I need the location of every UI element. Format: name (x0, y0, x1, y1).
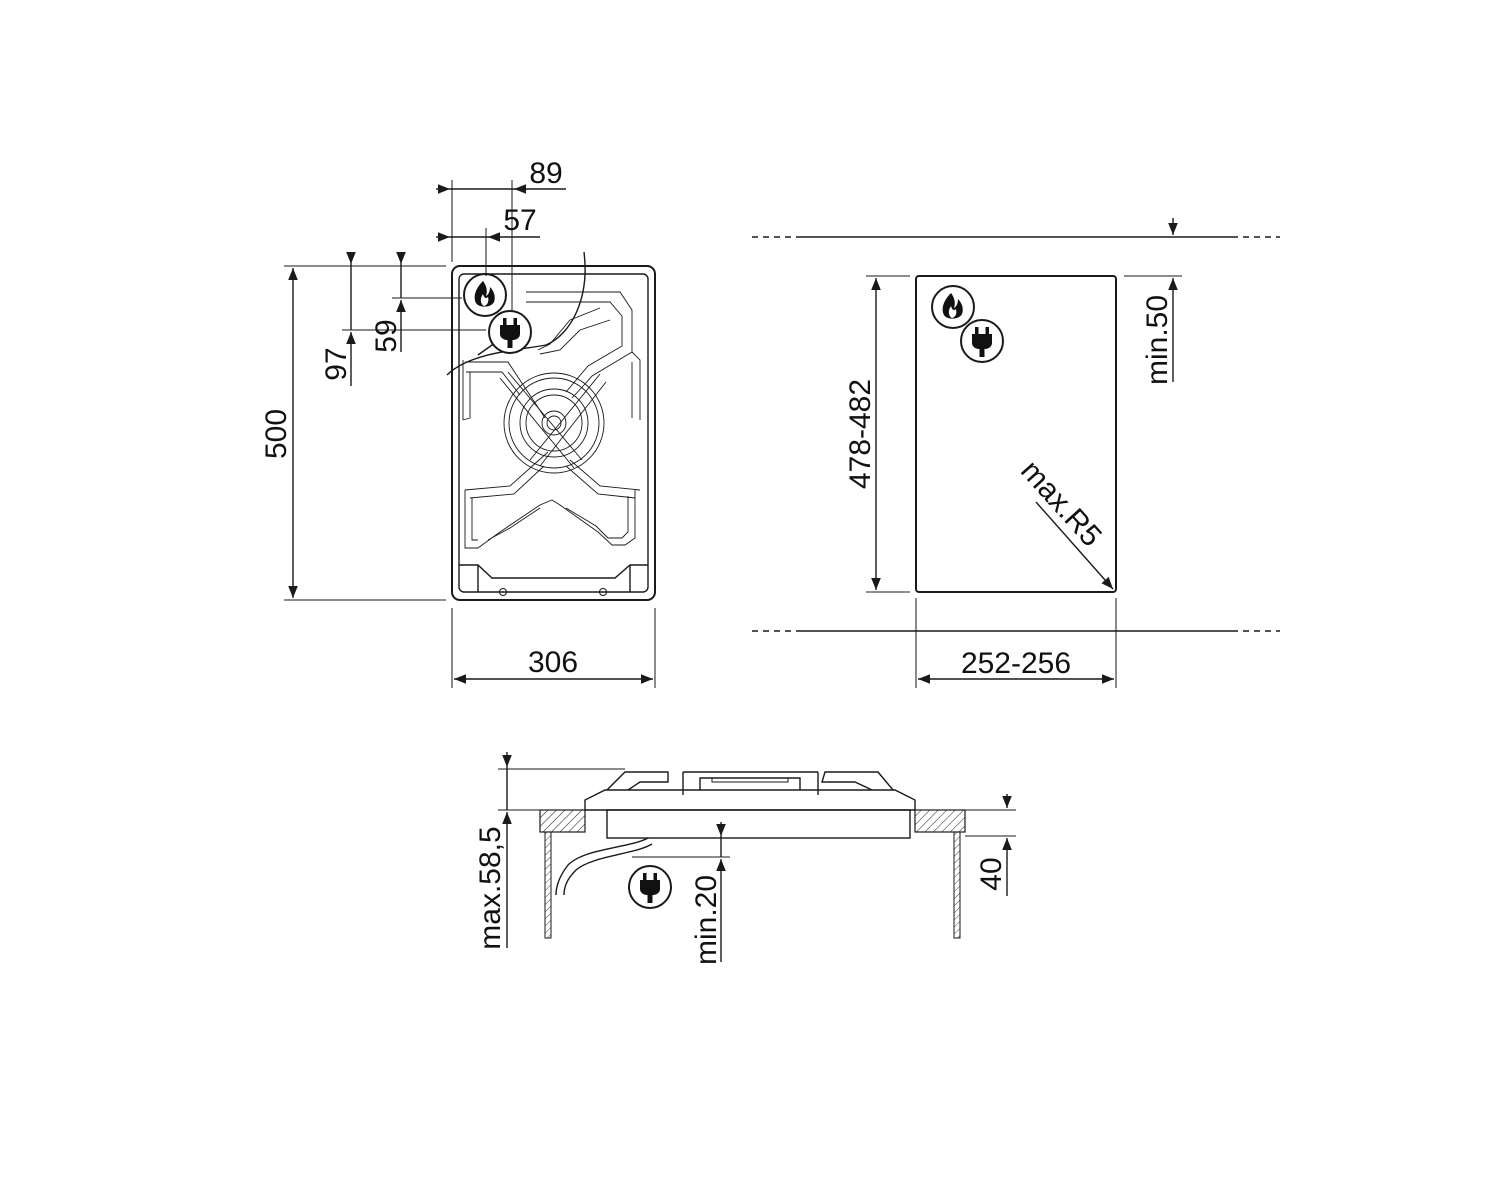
dim-min50: min.50 (1141, 295, 1174, 385)
cable-2 (563, 843, 653, 896)
cable-1 (555, 837, 649, 896)
dim-line-r5 (1035, 501, 1114, 590)
dim-97: 97 (320, 347, 353, 380)
knob-hole-left (499, 588, 507, 596)
break-line (446, 251, 586, 376)
knob-hole-right (599, 588, 607, 596)
hob-inner-outline (458, 273, 649, 593)
gas-flame-icon (931, 285, 975, 329)
support-center (682, 771, 819, 795)
worktop-right (914, 809, 966, 833)
dim-306: 306 (528, 646, 578, 679)
top-view: 500 97 59 89 57 306 (260, 157, 656, 688)
worktop-left (539, 809, 586, 833)
burner-cap-detail (711, 778, 789, 783)
side-view: max.58,5 min.20 40 (474, 752, 1016, 965)
hob-top-plate (584, 789, 916, 811)
dim-40: 40 (975, 857, 1008, 890)
dim-57: 57 (503, 204, 536, 237)
electric-plug-icon (960, 319, 1004, 363)
burner-cap (699, 777, 801, 790)
dim-59: 59 (370, 319, 403, 352)
cabinet-wall-right (953, 831, 961, 939)
dim-500: 500 (260, 409, 293, 459)
dim-max585: max.58,5 (474, 826, 507, 949)
cutout-outline (915, 275, 1117, 593)
dim-min20: min.20 (690, 875, 723, 965)
support-right (821, 771, 894, 791)
cutout-view: 478-482 252-256 min.50 max.R5 (752, 218, 1280, 688)
dim-478-482: 478-482 (844, 379, 877, 489)
electric-plug-icon (488, 310, 532, 354)
pan-support (462, 291, 641, 549)
dim-89: 89 (529, 157, 562, 190)
hob-bottom-box (606, 809, 911, 839)
burner (503, 372, 605, 474)
support-left (606, 771, 669, 791)
cabinet-wall-left (544, 831, 552, 939)
dim-max-r5: max.R5 (1014, 454, 1108, 553)
hob-outline (451, 265, 656, 601)
dim-252-256: 252-256 (961, 647, 1071, 680)
hob-front-band (459, 564, 648, 579)
electric-plug-icon (628, 865, 672, 909)
gas-flame-icon (463, 273, 507, 317)
